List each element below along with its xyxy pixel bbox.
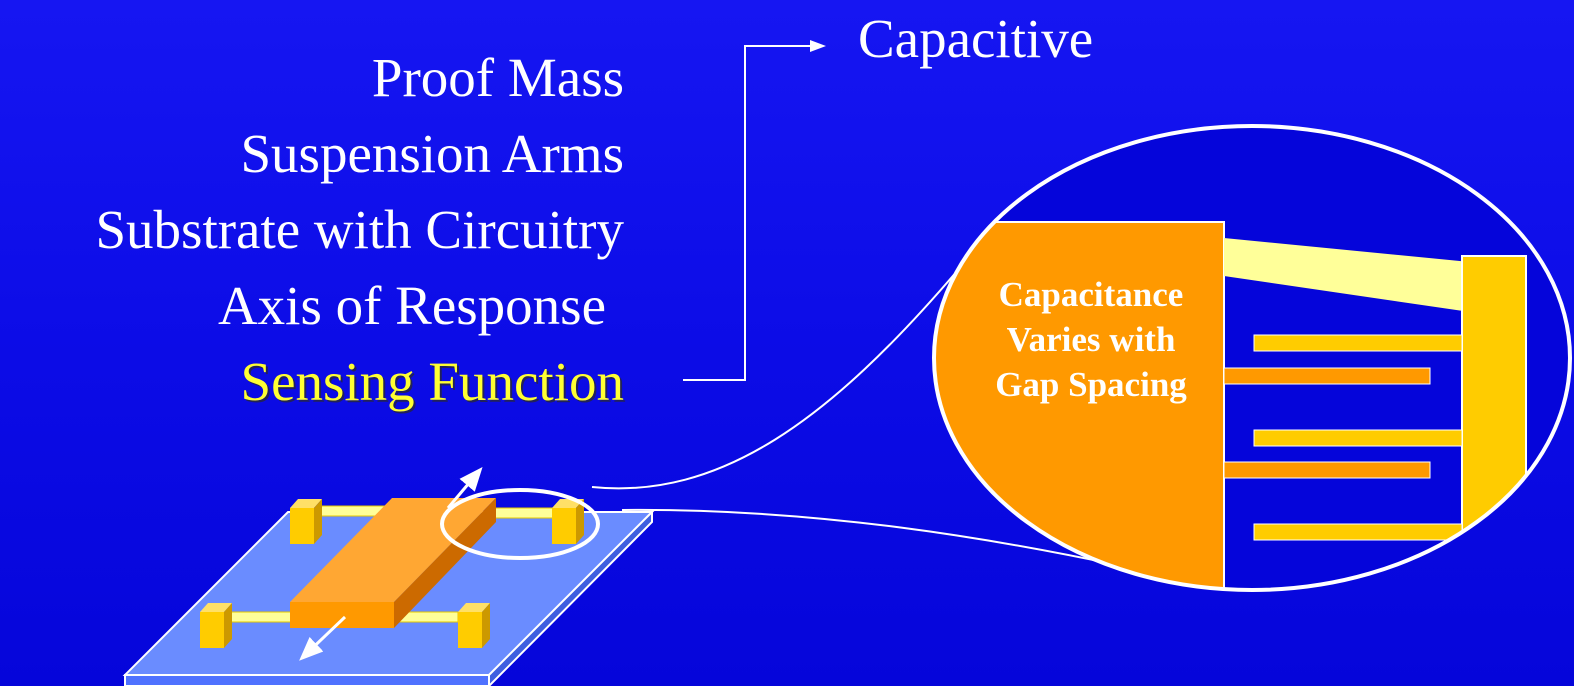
sensing-connector-arrow xyxy=(683,40,826,381)
zoom-lines xyxy=(591,269,1123,567)
anchor-bottom-right xyxy=(458,603,490,648)
component-list: Proof Mass Suspension Arms Substrate wit… xyxy=(95,40,624,420)
anchors xyxy=(200,499,584,648)
capacitance-note: Capacitance Varies with Gap Spacing xyxy=(960,272,1222,407)
label-proof-mass: Proof Mass xyxy=(371,47,624,108)
capacitance-note-line2: Varies with xyxy=(1006,320,1176,359)
proof-mass xyxy=(290,498,496,628)
zoomed-callout xyxy=(932,124,1572,592)
anchor-bottom-left xyxy=(200,603,232,648)
label-substrate: Substrate with Circuitry xyxy=(95,199,624,260)
detail-highlight-ellipse xyxy=(440,488,600,560)
capacitance-note-line1: Capacitance xyxy=(998,275,1184,314)
anchor-top-right xyxy=(552,499,584,544)
anchor-top-left xyxy=(290,499,322,544)
label-axis-of-response: Axis of Response xyxy=(217,275,606,336)
axis-of-response-arrows xyxy=(299,466,483,661)
label-suspension-arms: Suspension Arms xyxy=(240,123,624,184)
sensing-type-label: Capacitive xyxy=(858,8,1094,69)
capacitance-note-line3: Gap Spacing xyxy=(995,365,1187,404)
label-sensing-function: Sensing Function xyxy=(240,351,625,412)
